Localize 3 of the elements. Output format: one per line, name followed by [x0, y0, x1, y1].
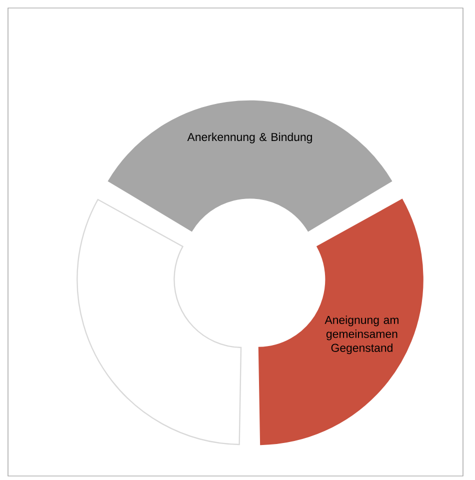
donut-segment: Anerkennung & Bindung	[108, 100, 392, 232]
donut-segment	[76, 198, 242, 446]
donut-segment: Aneignung am gemeinsamen Gegenstand	[258, 198, 424, 446]
